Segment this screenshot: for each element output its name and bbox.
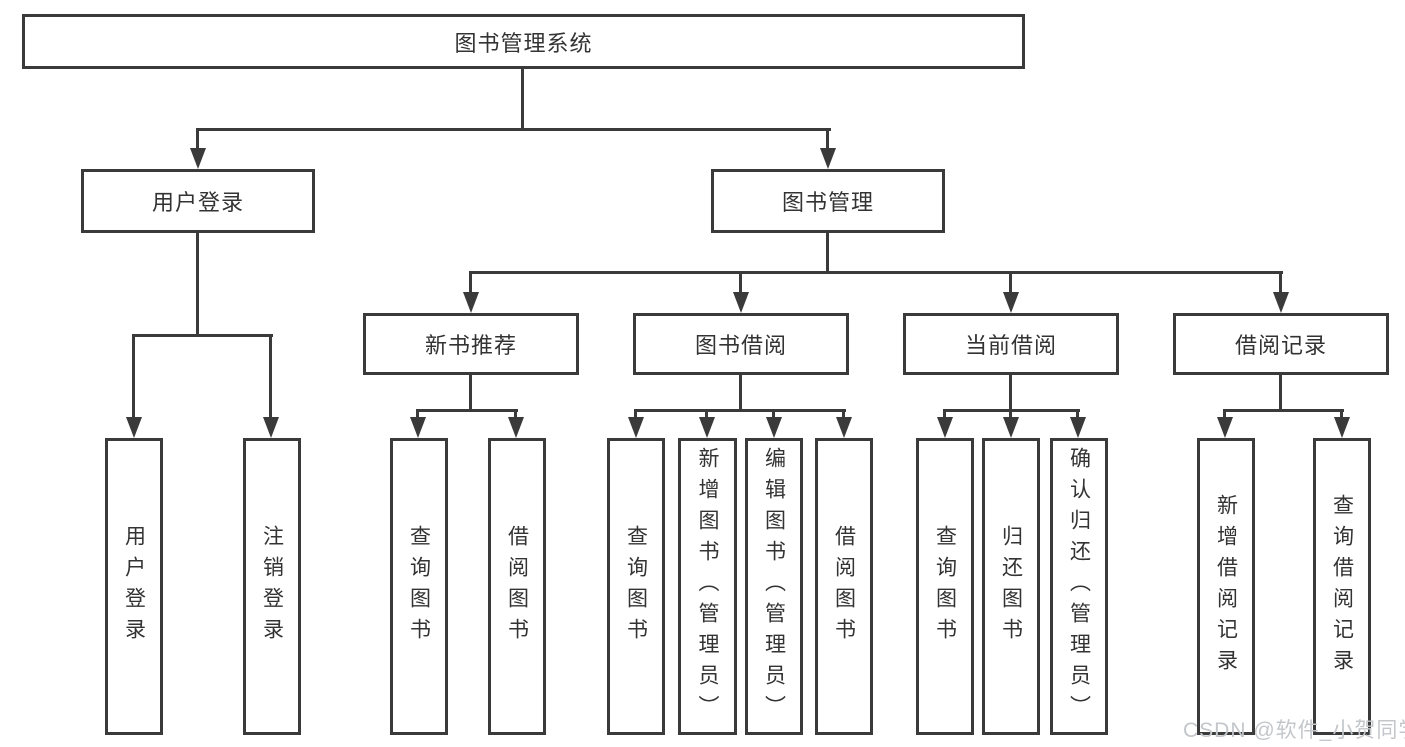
leaf-confirm-return-admin: 确认归还（管理员） bbox=[1050, 438, 1108, 735]
connector-drop-query-books-2 bbox=[634, 409, 637, 419]
arrowhead-query-books-3-icon bbox=[937, 417, 953, 438]
leaf-query-books-1-label: 查询图书 bbox=[407, 524, 431, 649]
node-user-login-label: 用户登录 bbox=[151, 190, 244, 215]
connector-drop-user-login bbox=[196, 128, 199, 150]
connector-root-trunk bbox=[521, 69, 524, 131]
leaf-confirm-return-admin-label: 确认归还（管理员） bbox=[1067, 447, 1091, 726]
leaf-return-book-label: 归还图书 bbox=[999, 524, 1023, 649]
arrowhead-book-mgmt-icon bbox=[820, 148, 836, 169]
node-book-borrowing: 图书借阅 bbox=[633, 313, 849, 375]
node-current-borrowing: 当前借阅 bbox=[903, 313, 1119, 375]
leaf-add-book-admin-label: 新增图书（管理员） bbox=[696, 447, 719, 726]
leaf-borrow-books-2-label: 借阅图书 bbox=[832, 524, 856, 649]
node-borrowing-records-label: 借阅记录 bbox=[1234, 333, 1327, 358]
connector-drop-query-record bbox=[1340, 409, 1343, 419]
connector-drop-leaf-user-login bbox=[132, 334, 135, 419]
leaf-add-borrow-record-label: 新增借阅记录 bbox=[1214, 493, 1238, 680]
leaf-return-book: 归还图书 bbox=[982, 438, 1040, 735]
connector-book-mgmt-trunk bbox=[826, 233, 829, 274]
leaf-query-books-1: 查询图书 bbox=[390, 438, 448, 735]
arrowhead-return-book-icon bbox=[1003, 417, 1019, 438]
arrowhead-confirm-return-icon bbox=[1070, 417, 1086, 438]
node-root-system: 图书管理系统 bbox=[22, 14, 1025, 69]
connector-drop-leaf-logout bbox=[269, 334, 272, 419]
node-borrowing-records: 借阅记录 bbox=[1173, 313, 1389, 375]
arrowhead-borrow-books-1-icon bbox=[508, 417, 524, 438]
leaf-user-login: 用户登录 bbox=[105, 438, 163, 735]
arrowhead-edit-book-icon bbox=[766, 417, 782, 438]
leaf-add-book-admin: 新增图书（管理员） bbox=[678, 438, 737, 735]
arrowhead-current-borrow-icon bbox=[1003, 292, 1019, 313]
connector-drop-add-record bbox=[1223, 409, 1226, 419]
leaf-query-books-2-label: 查询图书 bbox=[624, 524, 648, 649]
leaf-query-borrow-record-label: 查询借阅记录 bbox=[1330, 493, 1354, 680]
node-user-login: 用户登录 bbox=[81, 169, 315, 233]
connector-drop-borrow-books-2 bbox=[842, 409, 845, 419]
connector-drop-add-book bbox=[705, 409, 708, 419]
arrowhead-book-borrow-icon bbox=[733, 292, 749, 313]
node-current-borrowing-label: 当前借阅 bbox=[964, 333, 1057, 358]
node-book-management-label: 图书管理 bbox=[781, 190, 874, 215]
connector-borrow-records-trunk bbox=[1279, 375, 1282, 412]
leaf-add-borrow-record: 新增借阅记录 bbox=[1197, 438, 1255, 735]
connector-drop-new-book-rec bbox=[469, 271, 472, 293]
connector-user-login-trunk bbox=[196, 233, 199, 337]
arrowhead-borrow-books-2-icon bbox=[836, 417, 852, 438]
connector-borrow-records-rail bbox=[1223, 409, 1344, 412]
connector-drop-return-book bbox=[1009, 409, 1012, 419]
leaf-logout-label: 注销登录 bbox=[260, 524, 284, 649]
leaf-edit-book-admin: 编辑图书（管理员） bbox=[745, 438, 803, 735]
connector-drop-book-mgmt bbox=[826, 128, 829, 150]
node-new-book-recommend-label: 新书推荐 bbox=[424, 333, 517, 358]
leaf-query-borrow-record: 查询借阅记录 bbox=[1313, 438, 1371, 735]
arrowhead-add-book-icon bbox=[699, 417, 715, 438]
leaf-query-books-3: 查询图书 bbox=[916, 438, 974, 735]
arrowhead-add-record-icon bbox=[1217, 417, 1233, 438]
arrowhead-user-login-icon bbox=[190, 148, 206, 169]
arrowhead-query-books-1-icon bbox=[410, 417, 426, 438]
leaf-logout: 注销登录 bbox=[243, 438, 301, 735]
node-book-management: 图书管理 bbox=[711, 169, 945, 233]
leaf-query-books-3-label: 查询图书 bbox=[933, 524, 957, 649]
arrowhead-query-record-icon bbox=[1334, 417, 1350, 438]
connector-user-login-rail bbox=[132, 334, 273, 337]
leaf-borrow-books-1: 借阅图书 bbox=[488, 438, 546, 735]
connector-drop-current-borrow bbox=[1009, 271, 1012, 293]
arrowhead-new-book-rec-icon bbox=[463, 292, 479, 313]
leaf-borrow-books-1-label: 借阅图书 bbox=[505, 524, 529, 649]
connector-book-borrow-rail bbox=[634, 409, 846, 412]
connector-drop-borrow-books-1 bbox=[514, 409, 517, 419]
csdn-watermark: CSDN @软件_小贺同学 bbox=[1183, 719, 1405, 742]
leaf-edit-book-admin-label: 编辑图书（管理员） bbox=[762, 447, 786, 726]
arrowhead-leaf-user-login-icon bbox=[126, 417, 142, 438]
connector-drop-confirm-return bbox=[1076, 409, 1079, 419]
leaf-user-login-label: 用户登录 bbox=[122, 524, 146, 649]
connector-new-book-rec-rail bbox=[416, 409, 518, 412]
connector-book-borrow-trunk bbox=[739, 375, 742, 412]
node-root-label: 图书管理系统 bbox=[454, 30, 593, 56]
connector-drop-query-books-1 bbox=[416, 409, 419, 419]
leaf-query-books-2: 查询图书 bbox=[607, 438, 665, 735]
node-book-borrowing-label: 图书借阅 bbox=[694, 333, 787, 358]
node-new-book-recommend: 新书推荐 bbox=[363, 313, 579, 375]
connector-drop-book-borrow bbox=[739, 271, 742, 293]
arrowhead-borrow-records-icon bbox=[1273, 292, 1289, 313]
connector-level3-rail bbox=[469, 271, 1283, 274]
connector-drop-edit-book bbox=[772, 409, 775, 419]
connector-level2-rail bbox=[196, 128, 831, 131]
connector-new-book-rec-trunk bbox=[469, 375, 472, 412]
connector-drop-borrow-records bbox=[1279, 271, 1282, 293]
connector-drop-query-books-3 bbox=[943, 409, 946, 419]
arrowhead-leaf-logout-icon bbox=[263, 417, 279, 438]
connector-current-borrow-trunk bbox=[1009, 375, 1012, 412]
leaf-borrow-books-2: 借阅图书 bbox=[815, 438, 873, 735]
arrowhead-query-books-2-icon bbox=[628, 417, 644, 438]
